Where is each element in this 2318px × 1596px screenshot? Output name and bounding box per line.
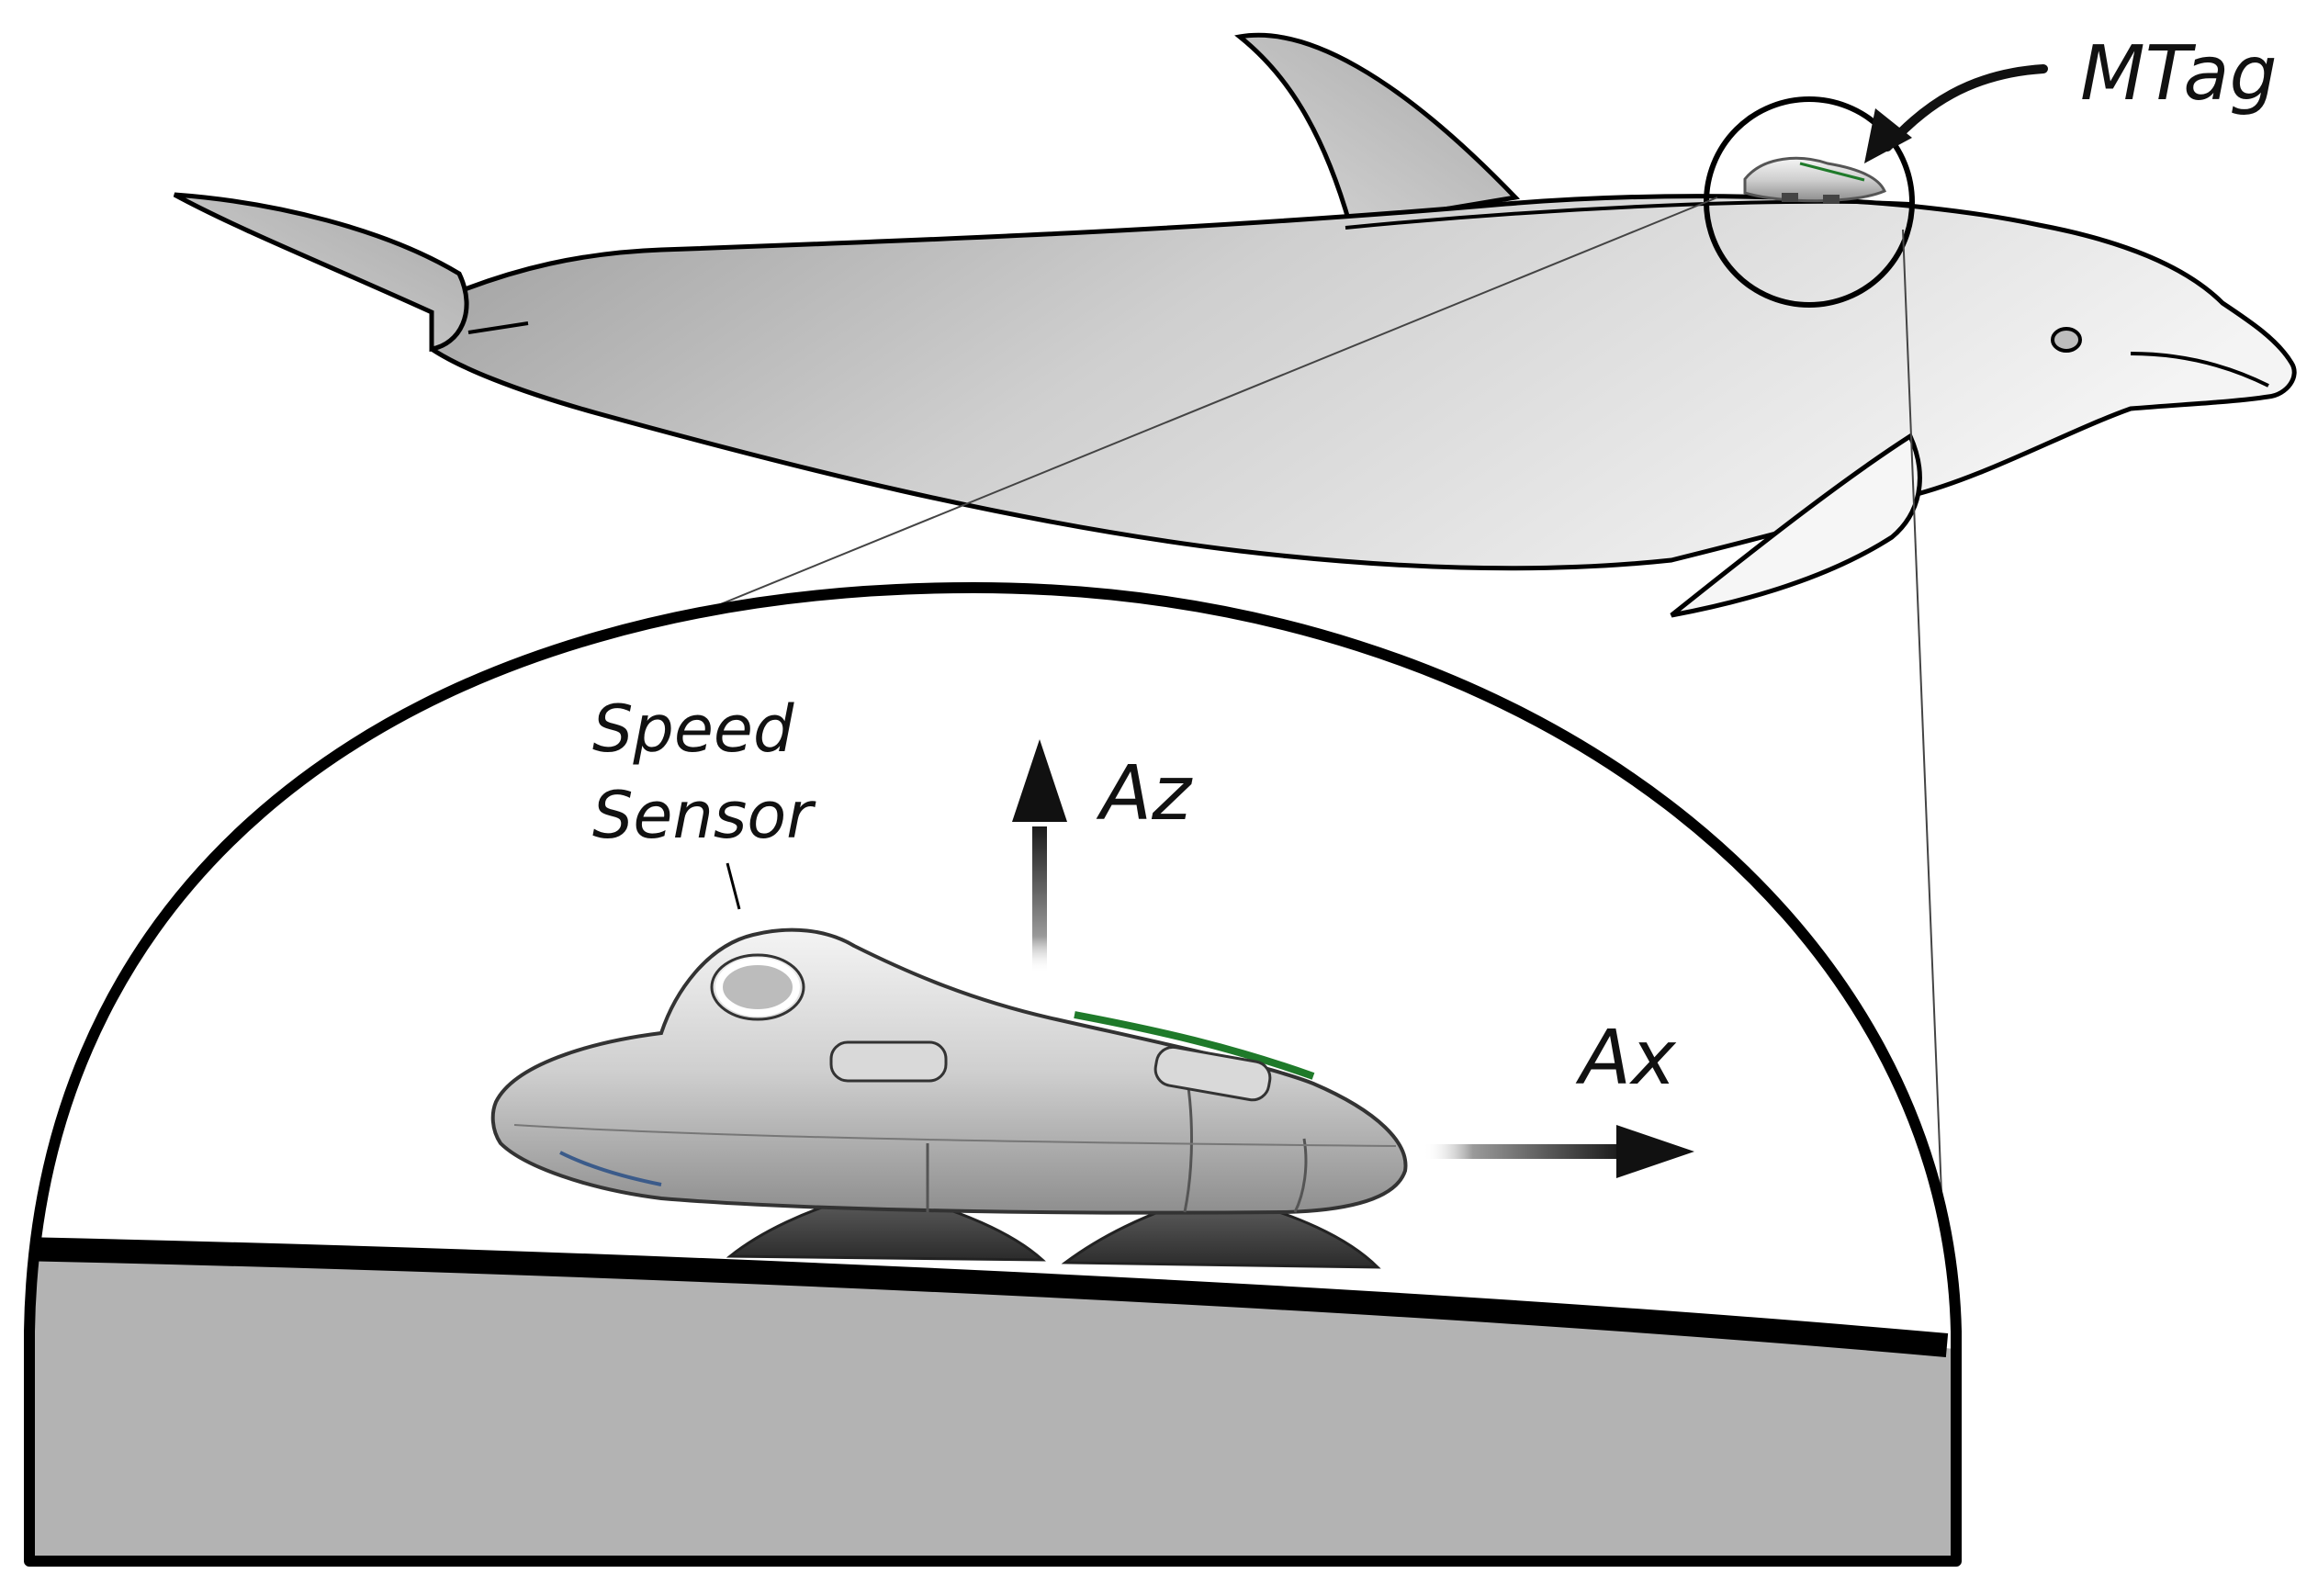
dorsal-ridge-line xyxy=(1345,199,1911,230)
arrow-icon xyxy=(1864,64,2048,163)
dome-outline xyxy=(24,582,1962,1567)
dorsal-fin xyxy=(1234,32,1521,228)
dolphin-mouth xyxy=(2130,352,2269,388)
ax-label: Ax xyxy=(1575,1015,1677,1102)
arrow-right-icon xyxy=(1423,1125,1694,1178)
speed-sensor-label-line2: Sensor xyxy=(592,778,816,853)
skin-surface-edge xyxy=(29,1237,1949,1357)
mtag-label: MTag xyxy=(2080,30,2278,118)
tag-window-1 xyxy=(829,1040,948,1083)
dolphin-body xyxy=(429,194,2297,571)
zoom-guide-line-left xyxy=(697,197,1718,614)
speed-sensor-label-line1: Speed xyxy=(592,691,794,767)
speed-sensor xyxy=(715,958,800,1017)
dolphin-icon xyxy=(173,32,2297,618)
mtag-device-enlarged xyxy=(490,927,1408,1269)
skin-surface xyxy=(29,1249,1956,1561)
az-label: Az xyxy=(1096,750,1193,837)
arrow-up-icon xyxy=(1012,739,1067,973)
mtag-device-icon xyxy=(1743,156,1886,204)
antenna-stripe xyxy=(1074,1011,1315,1080)
tail-stock-line xyxy=(467,321,529,334)
dolphin-eye xyxy=(2051,327,2082,353)
tag-window-2 xyxy=(1153,1045,1272,1102)
speed-sensor-leader xyxy=(726,862,741,910)
pectoral-fin xyxy=(1670,433,1922,618)
tail-fluke xyxy=(173,192,469,352)
